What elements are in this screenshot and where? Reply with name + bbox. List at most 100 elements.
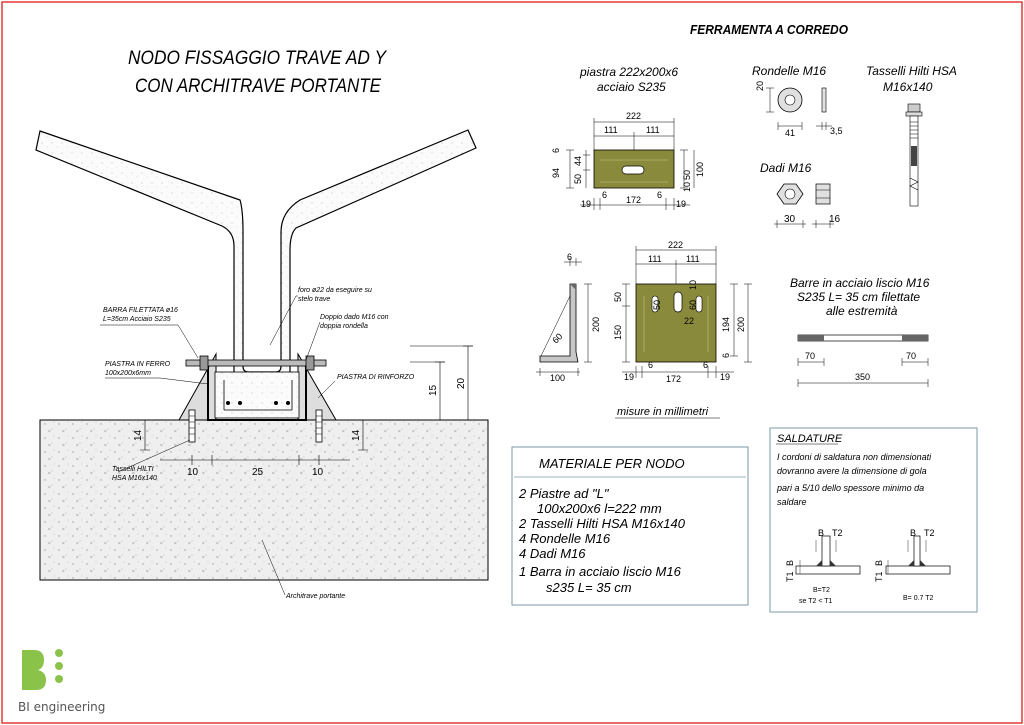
plate-top-view	[593, 149, 675, 189]
plate-front-172: 172	[666, 374, 681, 384]
plate-top-44: 44	[573, 156, 583, 166]
anchor-bolt-icon	[905, 103, 923, 207]
plate-top-50r: 50	[682, 170, 692, 180]
weld-figure-1	[795, 535, 861, 575]
plate-title-1: piastra 222x200x6	[579, 65, 678, 79]
nut-16: 16	[829, 214, 841, 225]
plate-front-6: 6	[721, 353, 731, 358]
materials-item-2: 100x200x6 l=222 mm	[537, 501, 662, 516]
units-note: misure in millimetri	[617, 406, 709, 418]
left-dimension-lines	[140, 345, 473, 465]
plate-front-inner-50: 50	[652, 300, 662, 310]
plate-side-200: 200	[591, 317, 601, 332]
bars-title-2: S235 L= 35 cm filettate	[797, 290, 920, 304]
plate-front-111a: 111	[648, 254, 662, 264]
main-title-line-2: CON ARCHITRAVE PORTANTE	[135, 76, 381, 97]
label-reinforcement-plate: PIASTRA DI RINFORZO	[337, 374, 415, 381]
label-iron-plate-1: PIASTRA IN FERRO	[105, 361, 171, 368]
plate-front-inner-60: 60	[688, 300, 698, 310]
weld2-b2: B	[874, 560, 884, 566]
plate-top-6a: 6	[602, 190, 607, 200]
washer-20: 20	[755, 81, 765, 91]
rebars	[223, 380, 293, 411]
washer-41: 41	[785, 128, 795, 138]
bars-title-3: alle estremità	[826, 304, 898, 318]
materials-box: MATERIALE PER NODO 2 Piastre ad "L" 100x…	[511, 446, 749, 606]
plate-top-100: 100	[695, 162, 705, 177]
materials-item-7: s235 L= 35 cm	[546, 580, 632, 595]
plate-side-6: 6	[567, 252, 572, 262]
materials-title: MATERIALE PER NODO	[539, 456, 685, 471]
dim-14-right: 14	[351, 429, 362, 441]
label-double-nut-1: Doppio dado M16 con	[320, 314, 389, 321]
dim-10-left: 10	[187, 467, 199, 478]
bar-350: 350	[855, 372, 870, 382]
nut-left	[199, 355, 209, 371]
nut-dims	[774, 220, 834, 228]
bar-70-right: 70	[906, 351, 916, 361]
label-anchors-1: Tasselli HILTI	[112, 466, 154, 473]
washer-3-5: 3,5	[830, 126, 843, 136]
bars-title-1: Barre in acciaio liscio M16	[790, 276, 930, 290]
plate-front-150: 150	[613, 325, 623, 340]
iron-plate-u	[207, 366, 307, 421]
plate-top-172: 172	[626, 195, 641, 205]
plate-front-10: 10	[688, 280, 698, 290]
weld1-t1: T1	[785, 571, 795, 582]
plate-top-111b: 111	[646, 125, 660, 135]
welds-text-3: pari a 5/10 dello spessore minimo da	[776, 483, 924, 493]
weld-figure-2	[885, 535, 951, 575]
materials-item-1: 2 Piastre ad "L"	[518, 486, 610, 501]
welds-text-2: dovranno avere la dimensione di gola	[777, 466, 927, 476]
welds-box: SALDATURE I cordoni di saldatura non dim…	[769, 427, 978, 613]
plate-top-6: 6	[551, 148, 561, 153]
welds-text-4: saldare	[777, 497, 807, 507]
washer-icon	[777, 87, 827, 113]
plate-top-94: 94	[551, 168, 561, 178]
weld1-b: B	[818, 528, 824, 538]
plate-top-19a: 19	[581, 199, 591, 209]
anchor-left	[188, 409, 196, 443]
plate-side-100: 100	[550, 373, 565, 383]
main-title-line-1: NODO FISSAGGIO TRAVE AD Y	[128, 48, 387, 69]
beam-foot	[214, 371, 300, 419]
plate-top-dims	[566, 118, 695, 210]
weld1-eq: B=T2	[813, 587, 830, 594]
label-threaded-bar-2: L=35cm Acciaio S235	[103, 316, 171, 323]
anchors-detail-title-1: Tasselli Hilti HSA	[866, 64, 957, 78]
bar-dims	[797, 358, 929, 387]
weld1-t2: T2	[832, 528, 843, 538]
weld2-t1: T1	[874, 571, 884, 582]
plate-front-6b: 6	[703, 360, 708, 370]
plate-front-view	[635, 283, 717, 363]
dim-20: 20	[456, 377, 467, 389]
dim-25: 25	[252, 467, 264, 478]
accessories-title: FERRAMENTA A CORREDO	[690, 22, 848, 37]
weld1-b2: B	[785, 560, 795, 566]
weld2-eq: B= 0.7 T2	[903, 595, 934, 602]
y-beam	[35, 129, 477, 379]
plate-front-19b: 19	[720, 372, 730, 382]
materials-item-5: 4 Dadi M16	[519, 546, 586, 561]
threaded-bar	[185, 359, 327, 367]
washer-dims	[766, 87, 832, 130]
plate-front-dims	[622, 246, 752, 378]
plate-side-dims	[536, 258, 592, 376]
plate-top-50: 50	[573, 174, 583, 184]
plate-top-6b: 6	[657, 190, 662, 200]
plate-front-111b: 111	[686, 254, 700, 264]
dim-10-right: 10	[312, 467, 324, 478]
label-hole-1: foro ø22 da eseguire su	[298, 287, 372, 294]
label-hole-2: stelo trave	[298, 296, 330, 303]
plate-side-view	[539, 283, 579, 363]
nuts-title: Dadi M16	[760, 161, 812, 175]
steel-bar-icon	[797, 334, 929, 342]
washers-title: Rondelle M16	[752, 64, 826, 78]
nut-30: 30	[784, 214, 796, 225]
plate-top-10r: 10	[682, 182, 692, 192]
plate-front-50: 50	[613, 292, 623, 302]
leader-lines	[100, 295, 336, 596]
materials-item-4: 4 Rondelle M16	[519, 531, 611, 546]
